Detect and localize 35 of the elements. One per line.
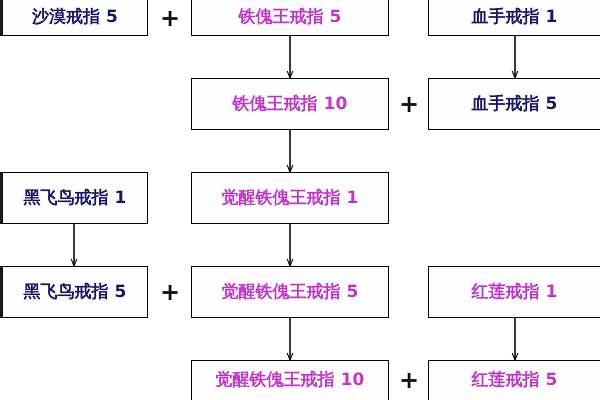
item-box [0, 172, 148, 224]
arrow [70, 224, 78, 267]
item-name: 觉醒铁傀王戒指 10 [216, 370, 364, 391]
item-box [191, 0, 389, 36]
arrow [512, 36, 518, 79]
item-name: 铁傀王戒指 10 [232, 94, 348, 114]
item-box [0, 266, 148, 318]
arrow [286, 130, 294, 173]
plus-sign: + [160, 280, 180, 304]
item-box [428, 78, 600, 130]
item-box [191, 360, 389, 400]
arrow [286, 318, 294, 361]
item-name: 觉醒铁傀王戒指 1 [222, 188, 358, 208]
item-name: 觉醒铁傀王戒指 5 [222, 282, 358, 302]
plus-sign: + [398, 368, 420, 392]
item-box [428, 360, 600, 400]
plus-sign: + [398, 92, 420, 116]
item-name: 红莲戒指 5 [472, 370, 558, 391]
item-name: 黑飞鸟戒指 5 [24, 282, 126, 302]
arrow [286, 224, 294, 267]
item-box [191, 172, 389, 224]
arrow [512, 318, 518, 361]
item-name: 红莲戒指 1 [472, 282, 558, 302]
arrow [286, 36, 294, 79]
item-box [428, 0, 600, 36]
item-name: 铁傀王戒指 5 [238, 7, 342, 28]
plus-sign: + [160, 6, 180, 30]
item-box [0, 0, 148, 36]
item-box [191, 266, 389, 318]
item-box [428, 266, 600, 318]
item-name: 血手戒指 1 [472, 7, 558, 28]
item-name: 血手戒指 5 [472, 94, 558, 114]
item-name: 沙漠戒指 5 [32, 7, 118, 28]
item-name: 黑飞鸟戒指 1 [24, 188, 126, 208]
item-box [191, 78, 389, 130]
